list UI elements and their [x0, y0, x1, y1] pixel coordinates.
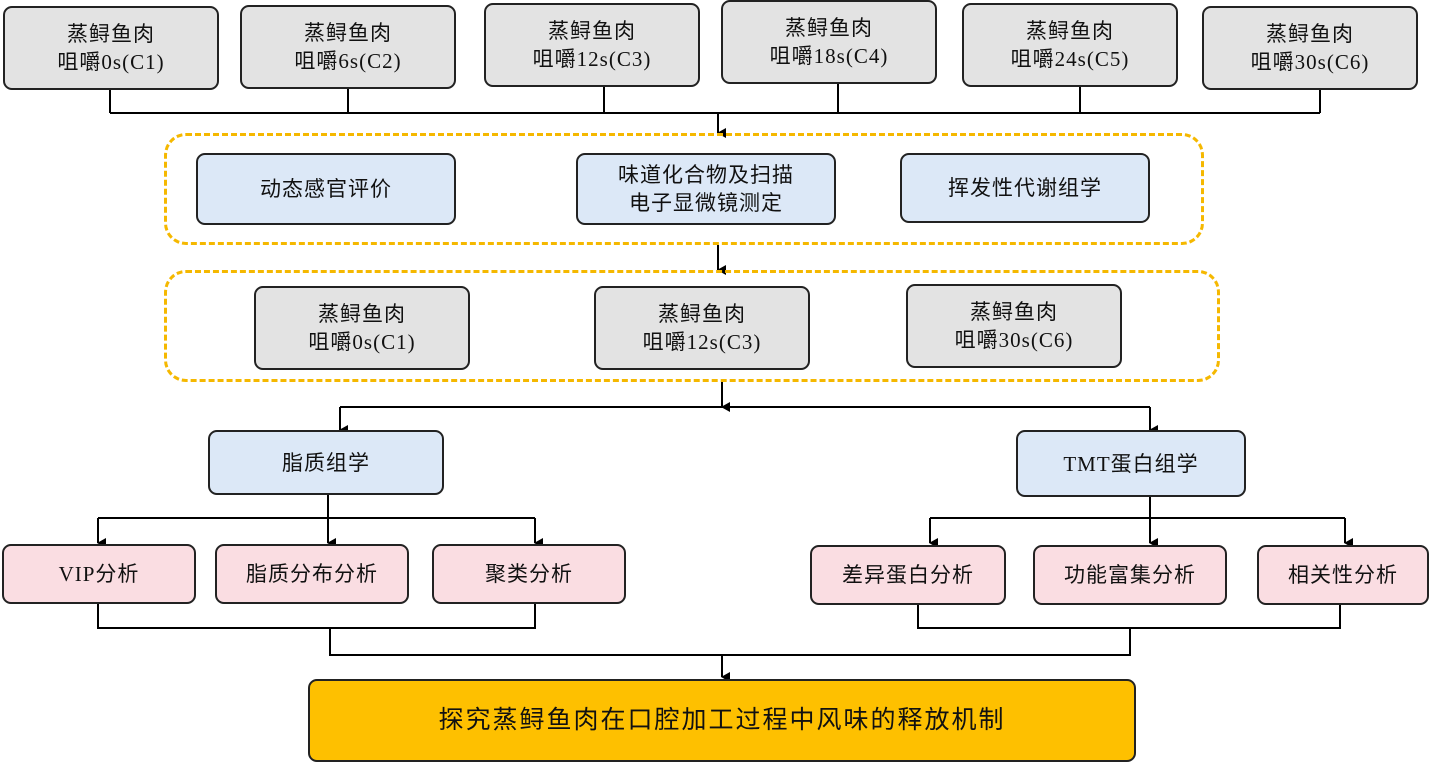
sample-time: 咀嚼30s(C6) — [1250, 50, 1370, 74]
sample-name: 蒸鲟鱼肉 — [970, 300, 1058, 324]
sample-time: 咀嚼24s(C5) — [1010, 47, 1130, 71]
selected-sample-c3: 蒸鲟鱼肉 咀嚼12s(C3) — [594, 286, 810, 370]
method-label: 动态感官评价 — [260, 177, 392, 201]
sample-time: 咀嚼12s(C3) — [642, 330, 762, 354]
analysis-label: 聚类分析 — [485, 562, 573, 586]
sample-time: 咀嚼6s(C2) — [294, 49, 402, 73]
sample-box-c3: 蒸鲟鱼肉 咀嚼12s(C3) — [484, 3, 700, 87]
sample-name: 蒸鲟鱼肉 — [658, 302, 746, 326]
sample-time: 咀嚼0s(C1) — [308, 330, 416, 354]
sample-box-c4: 蒸鲟鱼肉 咀嚼18s(C4) — [721, 0, 937, 84]
sample-box-c6: 蒸鲟鱼肉 咀嚼30s(C6) — [1202, 6, 1418, 90]
sample-time: 咀嚼12s(C3) — [532, 47, 652, 71]
sample-time: 咀嚼18s(C4) — [769, 44, 889, 68]
analysis-label: 相关性分析 — [1288, 563, 1398, 587]
method-label: 挥发性代谢组学 — [948, 176, 1102, 200]
sample-box-c2: 蒸鲟鱼肉 咀嚼6s(C2) — [240, 5, 456, 89]
cluster-analysis-box: 聚类分析 — [432, 544, 626, 604]
differential-protein-box: 差异蛋白分析 — [810, 545, 1006, 605]
lipidomics-label: 脂质组学 — [282, 450, 370, 475]
correlation-analysis-box: 相关性分析 — [1257, 545, 1429, 605]
lipid-branch-stem — [98, 495, 535, 519]
sample-time: 咀嚼30s(C6) — [954, 328, 1074, 352]
function-enrichment-box: 功能富集分析 — [1033, 545, 1227, 605]
conclusion-box: 探究蒸鲟鱼肉在口腔加工过程中风味的释放机制 — [308, 679, 1136, 762]
sample-time: 咀嚼0s(C1) — [57, 50, 165, 74]
sample-name: 蒸鲟鱼肉 — [1026, 19, 1114, 43]
selected-sample-c1: 蒸鲟鱼肉 咀嚼0s(C1) — [254, 286, 470, 370]
proteomics-label: TMT蛋白组学 — [1063, 451, 1199, 476]
lipid-merge — [97, 604, 722, 656]
sample-box-c1: 蒸鲟鱼肉 咀嚼0s(C1) — [3, 6, 219, 90]
vip-analysis-box: VIP分析 — [2, 544, 196, 604]
protein-branch-stem — [930, 497, 1345, 519]
tmt-proteomics-box: TMT蛋白组学 — [1016, 430, 1246, 497]
sample-name: 蒸鲟鱼肉 — [1266, 22, 1354, 46]
analysis-label: 差异蛋白分析 — [842, 563, 974, 587]
protein-merge — [722, 605, 1341, 656]
method-taste-compounds-sem: 味道化合物及扫描 电子显微镜测定 — [576, 153, 836, 225]
lipid-distribution-box: 脂质分布分析 — [215, 544, 409, 604]
method-volatile-metabolomics: 挥发性代谢组学 — [900, 153, 1150, 223]
method-sensory-evaluation: 动态感官评价 — [196, 153, 456, 225]
selected-samples-group — [164, 270, 1220, 382]
method-label: 电子显微镜测定 — [629, 191, 783, 215]
methods-group — [164, 133, 1204, 245]
sample-name: 蒸鲟鱼肉 — [318, 302, 406, 326]
sample-box-c5: 蒸鲟鱼肉 咀嚼24s(C5) — [962, 3, 1178, 87]
analysis-label: 功能富集分析 — [1064, 563, 1196, 587]
sample-name: 蒸鲟鱼肉 — [548, 19, 636, 43]
sample-name: 蒸鲟鱼肉 — [304, 21, 392, 45]
selected-sample-c6: 蒸鲟鱼肉 咀嚼30s(C6) — [906, 284, 1122, 368]
analysis-label: VIP分析 — [58, 562, 140, 586]
sample-name: 蒸鲟鱼肉 — [785, 16, 873, 40]
sample-name: 蒸鲟鱼肉 — [67, 22, 155, 46]
conclusion-label: 探究蒸鲟鱼肉在口腔加工过程中风味的释放机制 — [438, 706, 1006, 734]
analysis-label: 脂质分布分析 — [246, 562, 378, 586]
method-label: 味道化合物及扫描 — [618, 163, 794, 187]
lipidomics-box: 脂质组学 — [208, 430, 444, 495]
